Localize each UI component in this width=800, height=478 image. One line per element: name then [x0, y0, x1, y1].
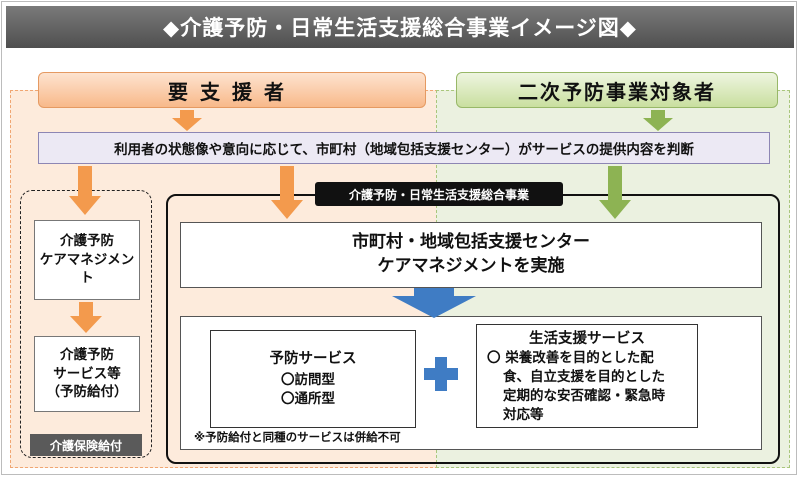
needs-support-header: 要支援者: [38, 72, 426, 108]
arrow-down-icon: [599, 166, 631, 219]
life-support-services-title: 生活支援サービス: [529, 331, 645, 347]
care-management-line-2: ケアマネジメントを実施: [377, 256, 565, 276]
insurance-benefit-label: 介護保険給付: [30, 434, 142, 456]
concurrent-benefit-note: ※予防給付と同種のサービスは併給不可: [194, 430, 401, 444]
preventive-services-box: 介護予防 サービス等 （予防給付）: [34, 336, 140, 412]
life-support-line: 定期的な安否確認・緊急時: [503, 388, 665, 404]
arrow-down-icon: [70, 302, 102, 333]
prevention-service-item: 〇通所型: [281, 391, 335, 407]
arrow-down-icon: [643, 110, 673, 131]
life-support-line: 食、自立支援を目的とした: [503, 369, 665, 385]
assessment-bar: 利用者の状態像や意向に応じて、市町村（地域包括支援センター）がサービスの提供内容…: [38, 132, 770, 164]
arrow-down-icon: [69, 166, 101, 215]
prevention-services-title: 予防サービス: [269, 351, 357, 367]
plus-icon: [424, 357, 458, 391]
preventive-care-management-box: 介護予防 ケアマネジメン ト: [34, 220, 140, 300]
page-title: ◆介護予防・日常生活支援総合事業イメージ図◆: [6, 6, 794, 48]
comprehensive-program-label: 介護予防・日常生活支援総合事業: [315, 182, 563, 206]
secondary-prevention-header: 二次予防事業対象者: [456, 72, 778, 108]
life-support-line: 対応等: [503, 407, 544, 423]
prevention-service-item: 〇訪問型: [281, 372, 335, 388]
care-management-line-1: 市町村・地域包括支援センター: [352, 232, 590, 253]
life-support-line: 〇 栄養改善を目的とした配: [487, 350, 654, 366]
arrow-down-icon: [392, 288, 476, 318]
arrow-down-icon: [271, 166, 303, 219]
prevention-services-box: 予防サービス 〇訪問型 〇通所型: [210, 330, 416, 428]
program-care-management-box: 市町村・地域包括支援センター ケアマネジメントを実施: [180, 222, 762, 288]
life-support-services-box: 生活支援サービス 〇 栄養改善を目的とした配 食、自立支援を目的とした 定期的な…: [476, 324, 698, 428]
arrow-down-icon: [172, 110, 202, 131]
